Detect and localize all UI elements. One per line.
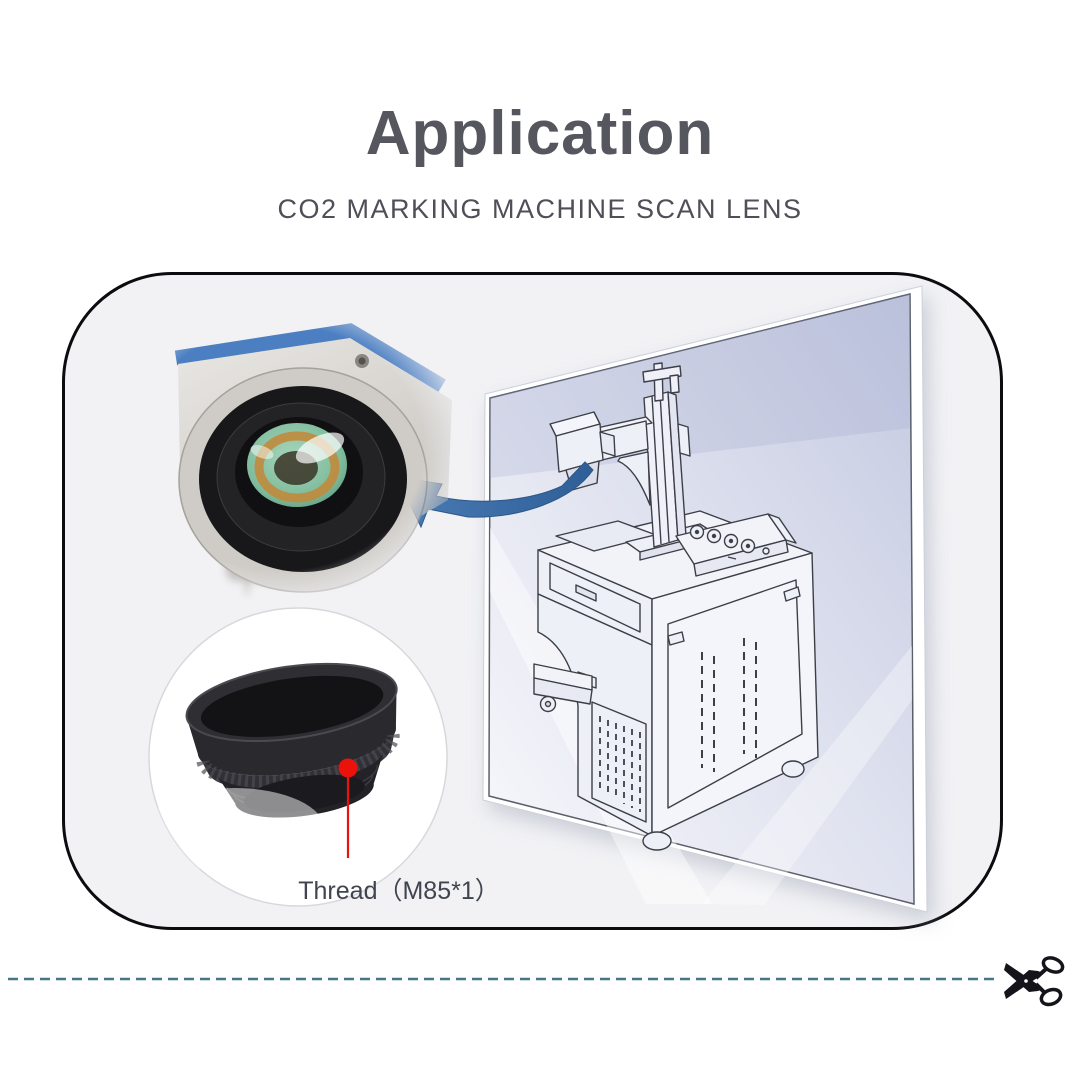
- scan-head-photo: [174, 323, 452, 596]
- lens-thread-photo: [148, 607, 448, 907]
- page-title: Application: [365, 99, 715, 168]
- thread-marker-dot: [338, 758, 358, 858]
- scissors-icon: [1004, 956, 1065, 1007]
- marking-machine-drawing: [533, 362, 819, 851]
- curved-arrow-icon: [396, 461, 594, 529]
- thread-annotation-label: Thread（M85*1）: [298, 877, 500, 905]
- page-subtitle: CO2 MARKING MACHINE SCAN LENS: [277, 194, 803, 224]
